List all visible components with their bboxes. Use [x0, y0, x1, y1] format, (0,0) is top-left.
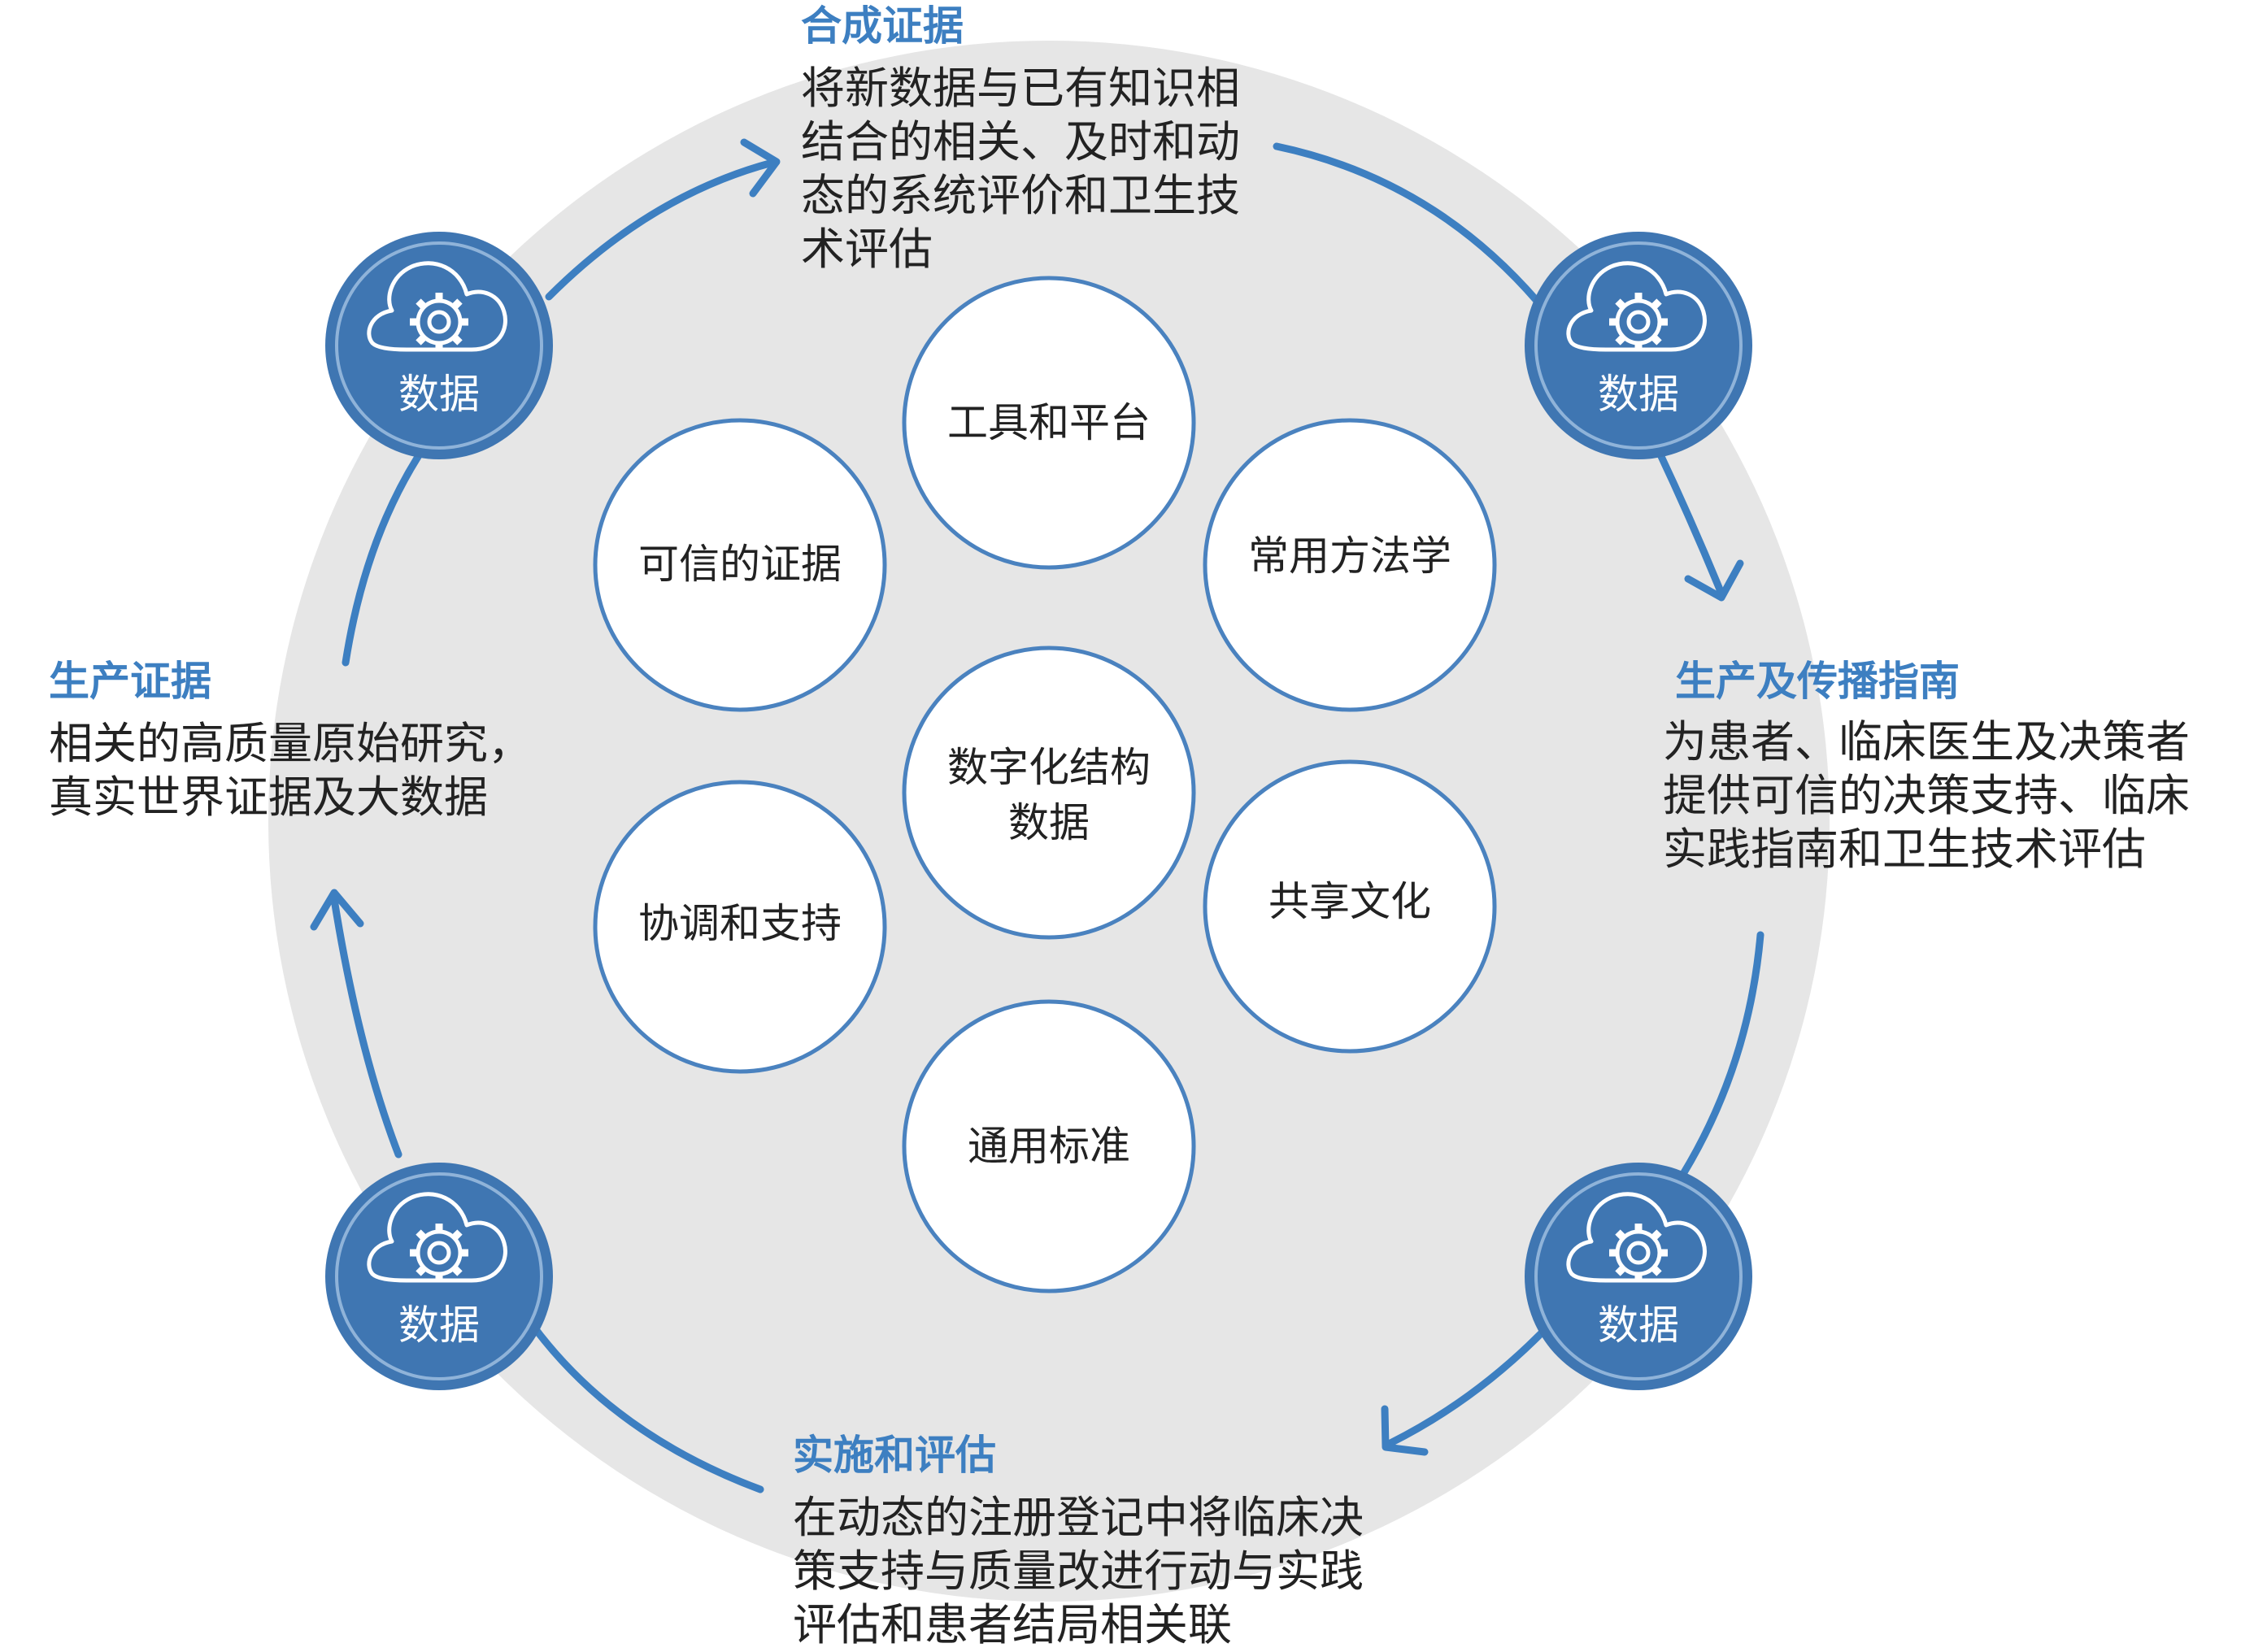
data-hub-bottom-right	[1525, 1163, 1752, 1390]
arrow-arc-right-lower	[1671, 931, 1765, 1191]
data-hub-top-left	[325, 232, 553, 459]
node-label-tools-platforms: 工具和平台	[947, 399, 1151, 446]
node-label-common-standards: 通用标准	[968, 1123, 1130, 1170]
arrowhead-icon	[740, 138, 781, 198]
stage-title-synthesize-evidence: 合成证据	[801, 2, 964, 50]
stage-desc-synthesize-evidence: 将新数据与已有知识相 结合的相关、及时和动 态的系统评价和卫生技 术评估	[801, 63, 1240, 275]
arrow-arc-right-upper	[1655, 447, 1724, 593]
stage-title-implement-evaluate: 实施和评估	[793, 1432, 996, 1479]
node-circle-tools-platforms	[902, 276, 1196, 570]
arrow-arc-top-left	[545, 159, 777, 301]
arrow-arc-left-lower	[329, 890, 403, 1159]
stage-desc-produce-evidence: 相关的高质量原始研究， 真实世界证据及大数据	[49, 718, 532, 823]
hub-label: 数据	[1598, 371, 1679, 418]
arrow-arc-bottom-right	[1386, 1317, 1557, 1447]
node-label-coordination-support: 协调和支持	[638, 900, 842, 947]
arrow-arc-top-right	[1273, 142, 1541, 305]
node-label-center: 数字化结构 数据	[947, 744, 1151, 846]
stage-desc-produce-guidelines: 为患者、临床医生及决策者 提供可信的决策支持、临床 实践指南和卫生技术评估	[1663, 716, 2190, 875]
node-circle-sharing-culture	[1203, 759, 1497, 1054]
stage-title-produce-evidence: 生产证据	[49, 658, 211, 705]
node-circle-common-methods	[1203, 418, 1497, 712]
node-circle-center	[902, 646, 1196, 940]
node-label-trusted-evidence: 可信的证据	[638, 541, 842, 588]
node-circle-coordination-support	[593, 780, 887, 1074]
hub-label: 数据	[398, 371, 480, 418]
arrowhead-icon	[1684, 559, 1744, 602]
node-circle-common-standards	[902, 999, 1196, 1293]
stage-desc-implement-evaluate: 在动态的注册登记中将临床决 策支持与质量改进行动与实践 评估和患者结局相关联	[793, 1492, 1364, 1650]
data-hub-bottom-left	[325, 1163, 553, 1390]
hub-label: 数据	[1598, 1302, 1679, 1349]
hub-label: 数据	[398, 1302, 480, 1349]
node-label-common-methods: 常用方法学	[1248, 533, 1451, 580]
node-circle-trusted-evidence	[593, 418, 887, 712]
stage-title-produce-guidelines: 生产及传播指南	[1675, 658, 1960, 705]
arrowhead-icon	[310, 889, 364, 931]
arrowhead-icon	[1381, 1405, 1429, 1456]
node-label-sharing-culture: 共享文化	[1268, 878, 1431, 925]
data-hub-top-right	[1525, 232, 1752, 459]
arrow-arc-left-upper	[342, 439, 431, 667]
arrow-arc-bottom-left	[529, 1321, 764, 1493]
